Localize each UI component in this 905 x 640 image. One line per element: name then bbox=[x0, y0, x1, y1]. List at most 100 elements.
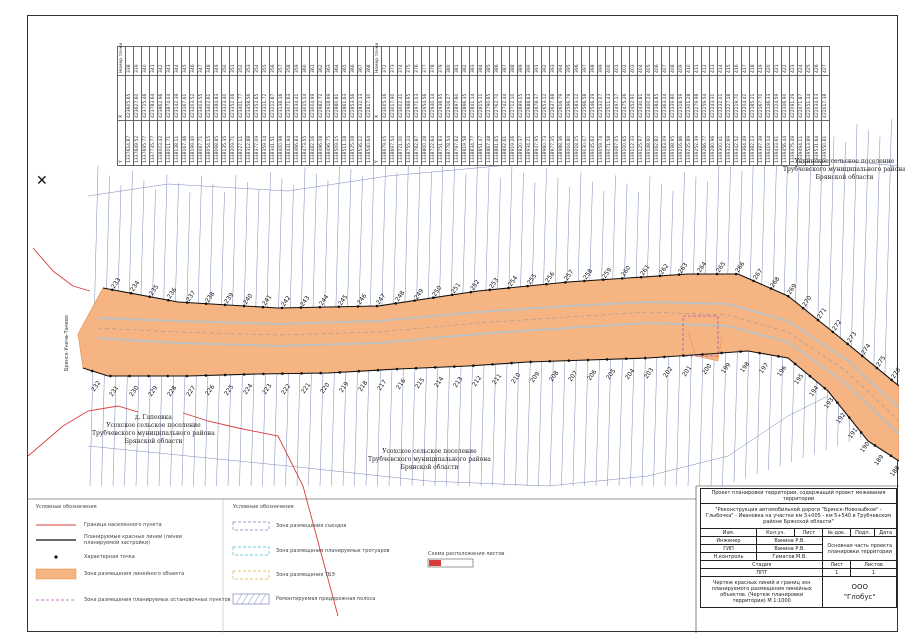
table-cell: 1338227.11 bbox=[237, 120, 246, 166]
table-cell-text: 423458.56 bbox=[247, 93, 252, 118]
table-cell: 1338359.14 bbox=[261, 120, 270, 166]
table-cell: 365 bbox=[341, 46, 350, 76]
table-cell-text: 422982.72 bbox=[319, 93, 324, 118]
table-cell-text: 1338138.11 bbox=[175, 135, 180, 163]
table-cell-text: 422866.35 bbox=[463, 93, 468, 118]
table-cell: 1339100.65 bbox=[621, 120, 630, 166]
characteristic-point bbox=[472, 364, 475, 367]
table-cell: 422762.70 bbox=[493, 75, 502, 121]
sheet-scheme-label: Схема расположения листов bbox=[428, 551, 505, 557]
table-cell: 422400.24 bbox=[645, 75, 654, 121]
table-cell: 423212.87 bbox=[269, 75, 278, 121]
table-cell-text: 422185.21 bbox=[751, 93, 756, 118]
table-cell-text: 1338377.09 bbox=[255, 135, 260, 163]
characteristic-point bbox=[204, 374, 208, 377]
table-cell: 423352.65 bbox=[253, 75, 262, 121]
table-cell-text: 1339162.82 bbox=[655, 135, 660, 163]
table-cell-text: 422091.29 bbox=[791, 93, 796, 118]
table-cell-text: 402 bbox=[623, 64, 628, 73]
table-cell: 1338881.65 bbox=[493, 120, 502, 166]
planned-red-line-top bbox=[102, 273, 899, 387]
table-cell-text: 423002.41 bbox=[399, 93, 404, 118]
table-cell-text: 422742.44 bbox=[503, 93, 508, 118]
table-cell-text: 424 bbox=[799, 64, 804, 73]
legend-sym-point bbox=[54, 555, 58, 559]
table-cell-text: 422259.54 bbox=[703, 93, 708, 118]
table-cell-text: 351 bbox=[231, 64, 236, 73]
table-cell-text: 422 bbox=[783, 64, 788, 73]
table-cell: 353 bbox=[245, 46, 254, 76]
table-cell-text: 367 bbox=[359, 64, 364, 73]
table-cell: 346 bbox=[189, 46, 198, 76]
table-cell-text: 1338722.64 bbox=[431, 135, 436, 163]
table-cell-text: 423352.65 bbox=[255, 93, 260, 118]
table-cell-text: 419 bbox=[759, 64, 764, 73]
table-cell: 1339112.33 bbox=[629, 120, 638, 166]
table-cell: 422880.81 bbox=[333, 75, 342, 121]
characteristic-point bbox=[873, 444, 877, 447]
table-cell: 364 bbox=[333, 46, 342, 76]
table-cell: 344 bbox=[173, 46, 182, 76]
characteristic-point bbox=[338, 371, 342, 374]
table-cell: 392 bbox=[541, 46, 550, 76]
table-cell: 1338496.75 bbox=[325, 120, 334, 166]
map-canvas bbox=[28, 119, 899, 633]
table-cell: 1339364.49 bbox=[741, 120, 750, 166]
characteristic-point bbox=[831, 330, 835, 334]
table-cell: 1339059.74 bbox=[597, 120, 606, 166]
table-cell: 356 bbox=[269, 46, 278, 76]
table-cell-text: 422688.83 bbox=[527, 93, 532, 118]
table-cell: 1339280.96 bbox=[709, 120, 718, 166]
stamp-sheet-title: Основная часть проекта планировки террит… bbox=[822, 536, 897, 561]
table-cell-text: 423212.87 bbox=[271, 93, 276, 118]
characteristic-point bbox=[545, 282, 548, 286]
legend-item-tbe: Зона размещения ТБЭ bbox=[276, 572, 335, 578]
table-cell-text: 422124.59 bbox=[775, 93, 780, 118]
table-cell-text: 422279.98 bbox=[695, 93, 700, 118]
table-cell: X bbox=[117, 75, 126, 121]
characteristic-point bbox=[433, 366, 437, 369]
characteristic-point bbox=[281, 372, 284, 375]
table-cell: 390 bbox=[525, 46, 534, 76]
characteristic-point bbox=[777, 355, 780, 358]
table-cell: 422051.14 bbox=[805, 75, 814, 121]
table-cell-text: 366 bbox=[351, 64, 356, 73]
table-cell: 1338778.54 bbox=[445, 120, 454, 166]
table-cell-text: 382 bbox=[463, 64, 468, 73]
table-cell: 422185.21 bbox=[749, 75, 758, 121]
characteristic-point bbox=[357, 369, 361, 373]
table-cell-text: 422232.01 bbox=[719, 93, 724, 118]
table-cell: 1338679.05 bbox=[381, 120, 390, 166]
stamp-person: Ванина Р.В. bbox=[755, 536, 824, 545]
table-cell: 362 bbox=[317, 46, 326, 76]
table-cell-text: 340 bbox=[143, 64, 148, 73]
characteristic-point bbox=[261, 305, 265, 309]
table-cell: 412 bbox=[701, 46, 710, 76]
table-cell: 422318.59 bbox=[677, 75, 686, 121]
table-cell-text: 349 bbox=[215, 64, 220, 73]
characteristic-point bbox=[299, 306, 303, 309]
characteristic-point bbox=[847, 416, 851, 419]
stamp-stage: ППТ bbox=[699, 568, 824, 577]
table-cell: 408 bbox=[669, 46, 678, 76]
characteristic-point bbox=[395, 367, 399, 371]
table-cell-text: 1338341.51 bbox=[271, 135, 276, 163]
table-cell: 391 bbox=[533, 46, 542, 76]
characteristic-point bbox=[204, 302, 208, 305]
table-cell: 423401.77 bbox=[237, 75, 246, 121]
table-cell: 1338400.98 bbox=[277, 120, 286, 166]
table-cell-text: 1338881.65 bbox=[495, 135, 500, 163]
table-cell-text: 1338977.35 bbox=[551, 135, 556, 163]
table-cell-text: 1339071.58 bbox=[607, 135, 612, 163]
table-cell: Y bbox=[373, 120, 382, 166]
table-cell-text: 1339030.07 bbox=[583, 135, 588, 163]
table-cell-text: 422815.11 bbox=[479, 93, 484, 118]
table-cell-text: 422841.14 bbox=[471, 93, 476, 118]
table-cell: 1337735.77 bbox=[149, 120, 158, 166]
table-cell: 422916.27 bbox=[445, 75, 454, 121]
table-cell-text: 346 bbox=[191, 64, 196, 73]
table-cell-text: 1338782.87 bbox=[415, 135, 420, 163]
table-cell-text: 422790.65 bbox=[487, 93, 492, 118]
table-cell: 422841.14 bbox=[469, 75, 478, 121]
characteristic-point bbox=[356, 305, 360, 308]
